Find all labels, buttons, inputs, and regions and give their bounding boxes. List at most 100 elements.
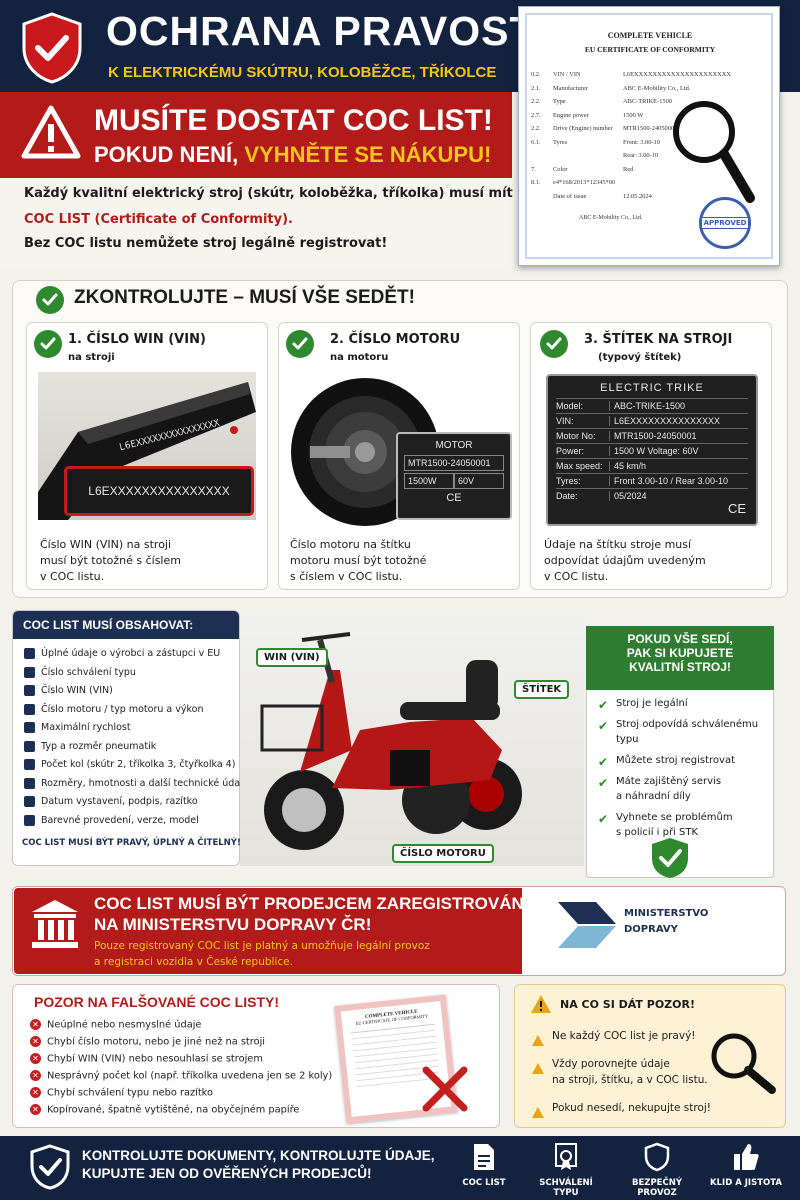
fake-item: ✕Chybí WIN (VIN) nebo nesouhlasí se stro… [30, 1053, 263, 1065]
type-plate-label: Model: [556, 401, 610, 411]
cert-row-value: L6EXXXXXXXXXXXXXXXXXXXXX [623, 71, 731, 78]
coc-item-text: Úplné údaje o výrobci a zástupci v EU [41, 648, 221, 659]
cert-row-num: 8.1. [531, 179, 541, 186]
page-title: OCHRANA PRAVOSTI [106, 8, 548, 54]
footer-icon-label-2: SCHVÁLENÍ TYPU [539, 1178, 593, 1198]
warning-small-icon [532, 1103, 544, 1118]
intro-line1: Každý kvalitní elektrický stroj (skútr, … [24, 186, 513, 201]
cert-row-label: Manufacturer [553, 84, 588, 92]
cert-row-value: ABC E-Mobility Co., Ltd. [623, 84, 691, 92]
checkbox-icon [24, 777, 35, 789]
checkbox-icon [24, 648, 35, 659]
shield-icon [644, 1142, 670, 1172]
cert-row-value: MTR1500-24050001 [623, 125, 678, 132]
motor-plate-power: 1500W [404, 473, 454, 489]
vin-card-title: 1. ČÍSLO WIN (VIN) [68, 332, 206, 347]
ok-item-text: Stroj je legální [616, 698, 688, 709]
cert-row-num: 2.2. [531, 98, 541, 105]
ministry-red [14, 888, 522, 974]
type-plate-value: MTR1500-24050001 [614, 431, 697, 441]
type-plate-label: VIN: [556, 416, 610, 426]
ministry-line1: COC LIST MUSÍ BÝT PRODEJCEM ZAREGISTROVÁ… [94, 894, 524, 913]
search-icon [708, 1030, 778, 1094]
check-icon [36, 286, 64, 314]
stamp-text: APPROVED [700, 217, 750, 229]
coc-item: Typ a rozměr pneumatik [24, 740, 157, 752]
coc-item-text: Typ a rozměr pneumatik [41, 740, 157, 752]
fake-item-text: Chybí schválení typu nebo razítko [47, 1087, 213, 1099]
vin-card-desc-3: v COC listu. [40, 570, 105, 583]
type-plate-row: Power:1500 W Voltage: 60V [556, 443, 748, 458]
fake-item: ✕Kopírované, špatně vytištěné, na obyčej… [30, 1104, 299, 1116]
x-circle-icon: ✕ [30, 1087, 41, 1098]
checkbox-icon [24, 703, 35, 715]
ministry-logo-icon [556, 900, 618, 950]
type-plate-value: Front 3.00-10 / Rear 3.00-10 [614, 476, 729, 486]
shield-check-icon [20, 12, 84, 84]
type-plate-label: Date: [556, 491, 610, 501]
coc-item-text: Rozměry, hmotnosti a další technické úda… [41, 777, 249, 789]
coc-item-text: Počet kol (skútr 2, tříkolka 3, čtyřkolk… [41, 759, 236, 770]
trike-label-vin: WIN (VIN) [256, 648, 328, 667]
ok-item-text: Máte zajištěný servis [616, 776, 722, 787]
vin-card-subtitle: na stroji [68, 352, 115, 363]
caution-item-text: Vždy porovnejte údaje [552, 1058, 670, 1070]
ministry-line4: a registraci vozidla v České republice. [94, 956, 293, 968]
plate-card-desc-3: v COC listu. [544, 570, 609, 583]
cert-row-label: Tyres [553, 138, 568, 146]
magnifier-icon [668, 96, 758, 206]
fake-item-text: Neúplné nebo nesmyslné údaje [47, 1019, 202, 1031]
type-plate-row: Model:ABC-TRIKE-1500 [556, 398, 748, 413]
ok-item-text: s policií i při STK [616, 827, 699, 838]
warning-subtitle: POKUD NENÍ, VYHNĚTE SE NÁKUPU! [94, 142, 491, 168]
motor-photo [290, 372, 440, 532]
document-icon [472, 1142, 496, 1172]
fake-item: ✕Chybí číslo motoru, nebo je jiné než na… [30, 1036, 265, 1048]
coc-item: Datum vystavení, podpis, razítko [24, 796, 198, 807]
green-check-icon: ✔ [598, 755, 609, 769]
warning-small-icon [532, 1059, 544, 1074]
ok-item-text: typu [616, 734, 639, 745]
check-icon [540, 330, 568, 358]
cert-row-num: 2.1. [531, 84, 541, 92]
motor-plate-title: MOTOR [435, 440, 473, 451]
check-icon [34, 330, 62, 358]
footer-icon-label-1: COC LIST [462, 1178, 506, 1188]
motor-card-desc-2: motoru musí být totožné [290, 554, 427, 567]
coc-item-text: Číslo motoru / typ motoru a výkon [41, 703, 204, 715]
thumbs-up-icon [732, 1142, 760, 1172]
type-plate-label: Max speed: [556, 461, 610, 471]
cert-row-num: 2.7. [531, 111, 541, 119]
checkbox-icon [24, 796, 35, 807]
x-circle-icon: ✕ [30, 1053, 41, 1064]
coc-footer: COC LIST MUSÍ BÝT PRAVÝ, ÚPLNÝ A ČITELNÝ… [22, 838, 241, 848]
trike-label-motor: ČÍSLO MOTORU [392, 844, 494, 863]
coc-contents-title: COC LIST MUSÍ OBSAHOVAT: [13, 611, 239, 639]
cert-row-num: 6.1. [531, 138, 541, 146]
motor-card-desc-3: s číslem v COC listu. [290, 570, 403, 583]
caution-item-text: na stroji, štítku, a v COC listu. [552, 1074, 708, 1086]
warning-banner [0, 92, 512, 178]
check-title: ZKONTROLUJTE – MUSÍ VŠE SEDĚT! [74, 287, 415, 308]
cert-row-value: Front: 3.00-10 [623, 138, 660, 146]
cert-row-num: 2.2. [531, 125, 541, 132]
checkbox-icon [24, 722, 35, 733]
coc-item: Číslo WIN (VIN) [24, 685, 113, 696]
type-plate-value: L6EXXXXXXXXXXXXXXX [614, 416, 721, 426]
cert-row-label: VIN / VIN [553, 71, 581, 78]
type-plate-label: Power: [556, 446, 610, 456]
motor-plate-number: MTR1500-24050001 [404, 455, 504, 471]
coc-item: Počet kol (skútr 2, tříkolka 3, čtyřkolk… [24, 759, 235, 770]
ce-mark: CE [727, 501, 746, 516]
type-plate-label: Motor No: [556, 431, 610, 441]
motor-card-desc-1: Číslo motoru na štítku [290, 538, 411, 551]
red-x-icon [420, 1064, 470, 1114]
certificate-icon [553, 1142, 579, 1172]
fake-item-text: Kopírované, špatně vytištěné, na obyčejn… [47, 1104, 300, 1116]
type-plate-value: 45 km/h [614, 461, 647, 471]
ok-title-box: POKUD VŠE SEDÍ, PAK SI KUPUJETE KVALITNÍ… [586, 626, 774, 690]
green-check-icon: ✔ [598, 698, 609, 712]
motor-plate-volt: 60V [454, 473, 504, 489]
type-plate-title: ELECTRIC TRIKE [600, 382, 704, 394]
vin-card-desc-2: musí být totožné s číslem [40, 554, 181, 567]
